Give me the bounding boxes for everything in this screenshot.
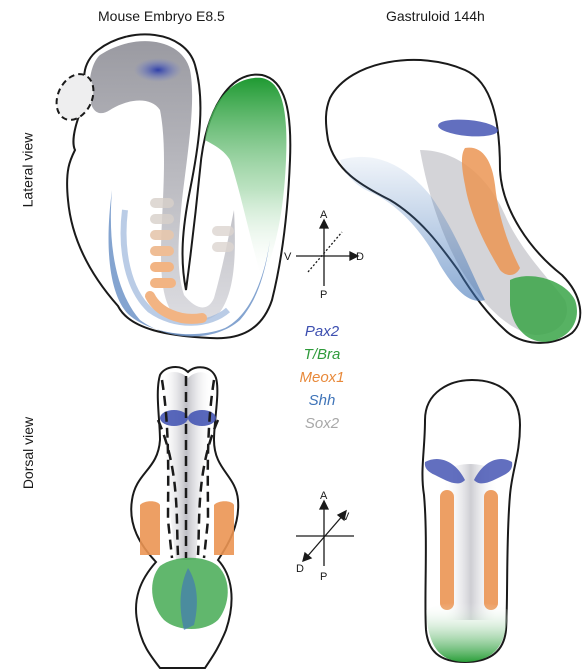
axis-dorsal-p: P: [320, 571, 327, 583]
axis-dorsal-a: A: [320, 490, 328, 502]
pax2-head-domain: [134, 58, 182, 82]
legend-sox2: Sox2: [262, 412, 382, 435]
legend-pax2: Pax2: [262, 320, 382, 343]
axis-lateral-p: P: [320, 289, 327, 301]
axis-lateral-v: V: [284, 251, 292, 263]
meox1-gastruloid-dorsal-right: [484, 490, 498, 610]
pax2-dorsal-left: [160, 410, 188, 426]
axis-dorsal-v: V: [342, 511, 350, 523]
axes-lateral: [296, 220, 358, 286]
mouse-lateral: [49, 34, 290, 338]
axis-dorsal-d: D: [296, 563, 304, 575]
mouse-dorsal: [131, 367, 238, 668]
meox1-gastruloid-dorsal-left: [440, 490, 454, 610]
axis-lateral-a: A: [320, 209, 328, 221]
legend-meox1: Meox1: [262, 366, 382, 389]
legend-tbra: T/Bra: [262, 343, 382, 366]
axis-lateral-d: D: [356, 251, 364, 263]
pax2-dorsal-right: [188, 410, 216, 426]
gastruloid-dorsal: [422, 380, 520, 662]
meox1-dorsal-right: [214, 501, 234, 555]
legend-shh: Shh: [262, 389, 382, 412]
gastruloid-lateral: [326, 60, 580, 343]
meox1-dorsal-left: [140, 501, 160, 555]
gene-legend: Pax2 T/Bra Meox1 Shh Sox2: [262, 320, 382, 435]
